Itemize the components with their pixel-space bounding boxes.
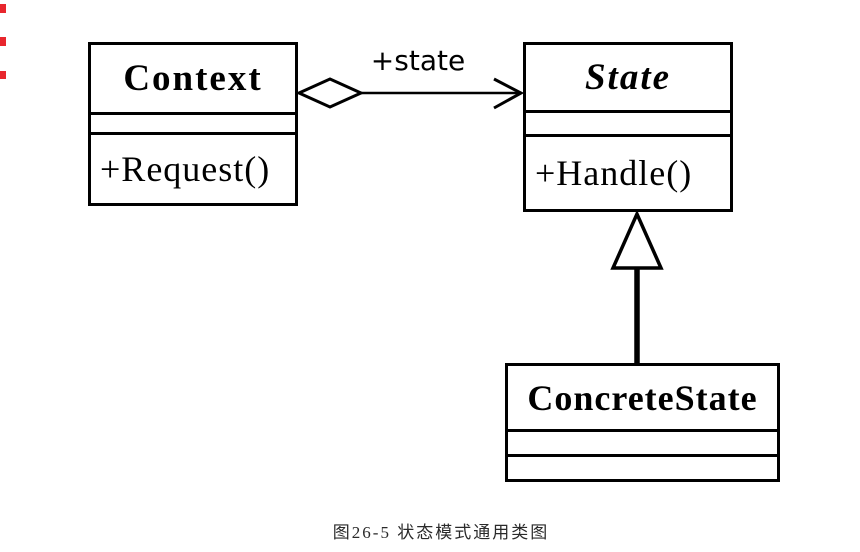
class-title-context: Context bbox=[91, 45, 295, 115]
left-edge-red-mark bbox=[0, 71, 6, 79]
class-attributes-concrete-empty bbox=[508, 432, 777, 457]
class-attributes-context-empty bbox=[91, 115, 295, 135]
open-arrowhead-icon bbox=[493, 77, 525, 110]
class-method-state: +Handle() bbox=[535, 153, 693, 193]
left-edge-red-mark bbox=[0, 37, 6, 46]
left-edge-red-mark bbox=[0, 4, 6, 13]
inheritance-triangle-icon bbox=[610, 209, 664, 270]
class-attributes-state-empty bbox=[526, 113, 730, 137]
class-box-concrete-state: ConcreteState bbox=[505, 363, 780, 482]
figure-caption: 图26-5 状态模式通用类图 bbox=[332, 523, 550, 542]
class-box-state: State +Handle() bbox=[523, 42, 733, 212]
aggregation-diamond-icon bbox=[295, 77, 365, 109]
class-title-state: State bbox=[526, 45, 730, 113]
class-box-context: Context +Request() bbox=[88, 42, 298, 206]
association-label: +state bbox=[370, 44, 466, 77]
class-method-context: +Request() bbox=[100, 149, 271, 189]
class-methods-concrete-empty bbox=[508, 457, 777, 479]
class-title-concrete-state: ConcreteState bbox=[508, 366, 777, 432]
